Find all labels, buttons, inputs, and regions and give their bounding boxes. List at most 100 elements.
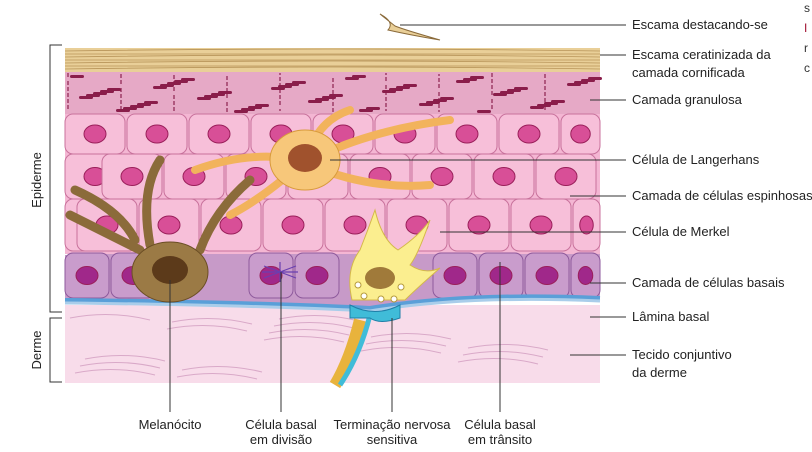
collagen-fiber [457, 357, 539, 365]
label-text: Tecido conjuntivo [632, 347, 732, 362]
granule-dot [332, 102, 334, 104]
cut-off-text: s I r c [804, 1, 810, 75]
granule-dot [67, 87, 69, 89]
granule [567, 83, 581, 86]
granule-dot [67, 107, 69, 109]
label-text: Célula basal [464, 417, 536, 432]
label-text: Célula de Merkel [632, 224, 730, 239]
granule-dot [544, 88, 546, 90]
granule-dot [491, 101, 493, 103]
detaching-scale [379, 13, 441, 41]
granule-dot [332, 92, 334, 94]
collagen-fiber [181, 365, 263, 373]
granule-dot [332, 84, 334, 86]
label-text: em divisão [250, 432, 312, 447]
granule-dot [385, 79, 387, 81]
granule-dot [544, 74, 546, 76]
granule-dot [120, 100, 122, 102]
granule-dot [173, 95, 175, 97]
granule-dot [385, 97, 387, 99]
granule-dot [226, 90, 228, 92]
collagen-fiber [176, 372, 258, 380]
cell-nucleus [492, 167, 516, 186]
cell-nucleus [281, 215, 305, 235]
cell-nucleus [430, 167, 454, 186]
callout-escama-destacando-se: Escama destacando-se [400, 17, 768, 32]
granule-dot [491, 91, 493, 93]
granule [419, 103, 433, 106]
granule-dot [279, 103, 281, 105]
granule-dot [438, 98, 440, 100]
cut-off-letter: r [804, 41, 808, 55]
dermis-fibers [69, 313, 549, 380]
collagen-fiber [268, 328, 350, 336]
granule-dot [544, 106, 546, 108]
label-text: Camada de células espinhosas [632, 188, 812, 203]
scale-line [64, 48, 601, 52]
granule-dot [67, 73, 69, 75]
granule-dot [438, 74, 440, 76]
granule-dot [120, 74, 122, 76]
cut-off-letter: s [804, 1, 810, 15]
granule-dot [332, 110, 334, 112]
cell-nucleus [207, 124, 231, 144]
granule [153, 86, 167, 89]
granule-dot [544, 108, 546, 110]
granule-dot [544, 86, 546, 88]
granule-dot [491, 85, 493, 87]
collagen-fiber [84, 354, 166, 362]
granule [359, 109, 373, 112]
granule-dot [332, 90, 334, 92]
collagen-fiber [74, 368, 156, 376]
label-text: Escama destacando-se [632, 17, 768, 32]
granule-dot [120, 102, 122, 104]
granule-dot [385, 85, 387, 87]
granule-dot [120, 96, 122, 98]
label-text: Camada granulosa [632, 92, 743, 107]
granule-dot [226, 84, 228, 86]
label-text: Lâmina basal [632, 309, 709, 324]
dermis-label: Derme [29, 330, 44, 369]
granule-dot [385, 103, 387, 105]
granule-dot [279, 73, 281, 75]
granule-dot [67, 95, 69, 97]
label-text: Melanócito [139, 417, 202, 432]
collagen-fiber [370, 332, 452, 340]
granule-dot [67, 83, 69, 85]
granule-dot [279, 91, 281, 93]
granule-dot [173, 101, 175, 103]
granule-dot [491, 99, 493, 101]
cell-nucleus [577, 266, 594, 285]
label-text: Célula basal [245, 417, 317, 432]
granule-dot [279, 89, 281, 91]
langerhans-cell [191, 106, 454, 219]
granule-dot [173, 97, 175, 99]
granule-dot [226, 96, 228, 98]
epidermis-bracket [49, 44, 62, 313]
cut-off-letter: I [804, 21, 807, 35]
cell-nucleus [443, 266, 467, 285]
granule [382, 90, 396, 93]
granule-dot [385, 105, 387, 107]
collagen-fiber [462, 350, 544, 358]
dividing-basal-cell-spindle [262, 262, 298, 282]
cell-nucleus [75, 266, 99, 285]
granule-dot [385, 99, 387, 101]
granule-dot [385, 87, 387, 89]
granule-dot [332, 108, 334, 110]
granule-dot [544, 94, 546, 96]
granule-dot [120, 80, 122, 82]
cell-nucleus [455, 124, 479, 144]
melanocyte [65, 155, 255, 303]
granule [234, 110, 248, 113]
granule-dot [438, 110, 440, 112]
granule-dot [438, 92, 440, 94]
label-text: Célula de Langerhans [632, 152, 760, 167]
label-text: Camada de células basais [632, 275, 785, 290]
granule-dot [226, 76, 228, 78]
granule-dot [67, 93, 69, 95]
cell-nucleus [83, 124, 107, 144]
